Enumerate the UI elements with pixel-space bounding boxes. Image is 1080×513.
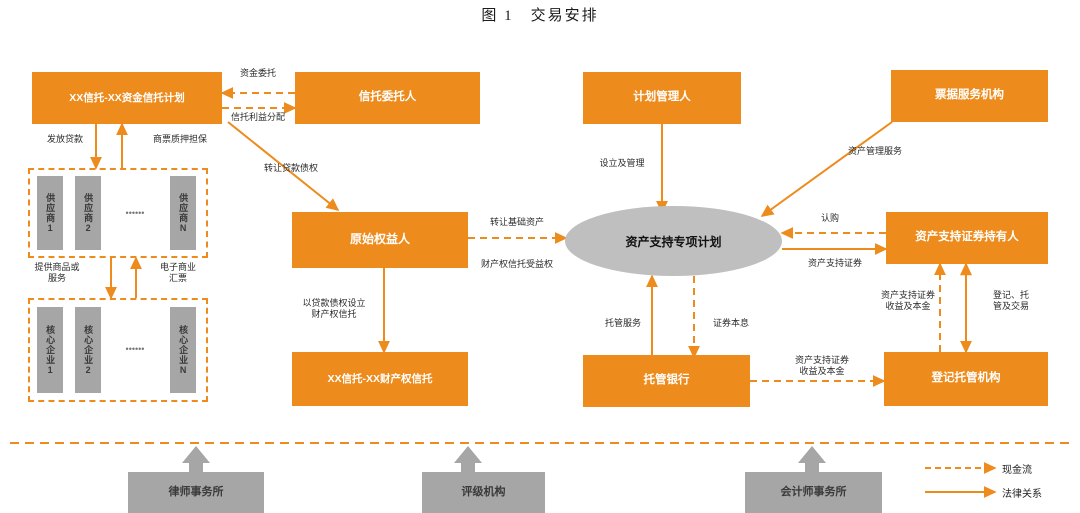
label-provide-goods-services: 提供商品或 服务 bbox=[34, 262, 80, 284]
core-enterprise-n[interactable]: 核心企业N bbox=[170, 307, 196, 393]
core-enterprises-group bbox=[28, 298, 208, 402]
label-abs-income-principal-bank-to-agency: 资产支持证券 收益及本金 bbox=[794, 355, 849, 377]
node-custodian-bank[interactable]: 托管银行 bbox=[583, 355, 750, 407]
label-asset-backed-securities: 资产支持证券 bbox=[807, 258, 862, 268]
supplier-1[interactable]: 供应商1 bbox=[37, 176, 63, 250]
node-plan-manager[interactable]: 计划管理人 bbox=[583, 72, 741, 124]
node-abs-holder[interactable]: 资产支持证券持有人 bbox=[886, 212, 1048, 264]
label-transfer-underlying-asset: 转让基础资产 bbox=[489, 217, 544, 227]
suppliers-ellipsis: •••••• bbox=[125, 208, 145, 218]
core-enterprise-2[interactable]: 核心企业2 bbox=[75, 307, 101, 393]
node-registration-custody-agency[interactable]: 登记托管机构 bbox=[884, 352, 1048, 406]
label-electronic-commercial-draft: 电子商业 汇票 bbox=[159, 262, 196, 284]
node-trust-settlor[interactable]: 信托委托人 bbox=[295, 72, 480, 124]
supplier-n[interactable]: 供应商N bbox=[170, 176, 196, 250]
label-securities-principal-interest: 证券本息 bbox=[712, 318, 749, 328]
suppliers-group bbox=[28, 168, 208, 258]
legend-legal-relation-label: 法律关系 bbox=[1002, 489, 1042, 500]
label-transfer-loan-claim: 转让贷款债权 bbox=[263, 163, 318, 173]
supplier-2[interactable]: 供应商2 bbox=[75, 176, 101, 250]
node-bill-service-agency[interactable]: 票据服务机构 bbox=[891, 70, 1048, 122]
label-property-trust-beneficiary-right: 财产权信托受益权 bbox=[480, 259, 553, 269]
label-setup-and-manage: 设立及管理 bbox=[599, 158, 645, 168]
node-law-firm[interactable]: 律师事务所 bbox=[128, 472, 264, 513]
label-establish-property-trust: 以贷款债权设立 财产权信托 bbox=[302, 298, 366, 320]
label-subscription: 认购 bbox=[820, 213, 839, 223]
node-special-plan[interactable]: 资产支持专项计划 bbox=[565, 206, 782, 276]
label-abs-income-principal-agency-to-holder: 资产支持证券 收益及本金 bbox=[880, 290, 935, 312]
core-enterprises-ellipsis: •••••• bbox=[125, 344, 145, 354]
legend-cash-flow-label: 现金流 bbox=[1002, 465, 1032, 476]
page-title: 图 1 交易安排 bbox=[481, 8, 599, 24]
label-custody-service: 托管服务 bbox=[604, 318, 641, 328]
node-originator[interactable]: 原始权益人 bbox=[292, 212, 468, 268]
label-asset-management-service: 资产管理服务 bbox=[847, 146, 902, 156]
label-fund-entrust: 资金委托 bbox=[239, 68, 276, 78]
node-property-right-trust[interactable]: XX信托-XX财产权信托 bbox=[292, 352, 468, 406]
label-bill-pledge-guarantee: 商票质押担保 bbox=[152, 134, 207, 144]
core-enterprise-1[interactable]: 核心企业1 bbox=[37, 307, 63, 393]
node-accounting-firm[interactable]: 会计师事务所 bbox=[745, 472, 882, 513]
node-rating-agency[interactable]: 评级机构 bbox=[422, 472, 545, 513]
node-fund-trust-plan[interactable]: XX信托-XX资金信托计划 bbox=[32, 72, 222, 124]
label-trust-benefit-distribution: 信托利益分配 bbox=[230, 112, 285, 122]
label-issue-loan: 发放贷款 bbox=[46, 134, 83, 144]
label-registration-custody-trading: 登记、托 管及交易 bbox=[992, 290, 1029, 312]
